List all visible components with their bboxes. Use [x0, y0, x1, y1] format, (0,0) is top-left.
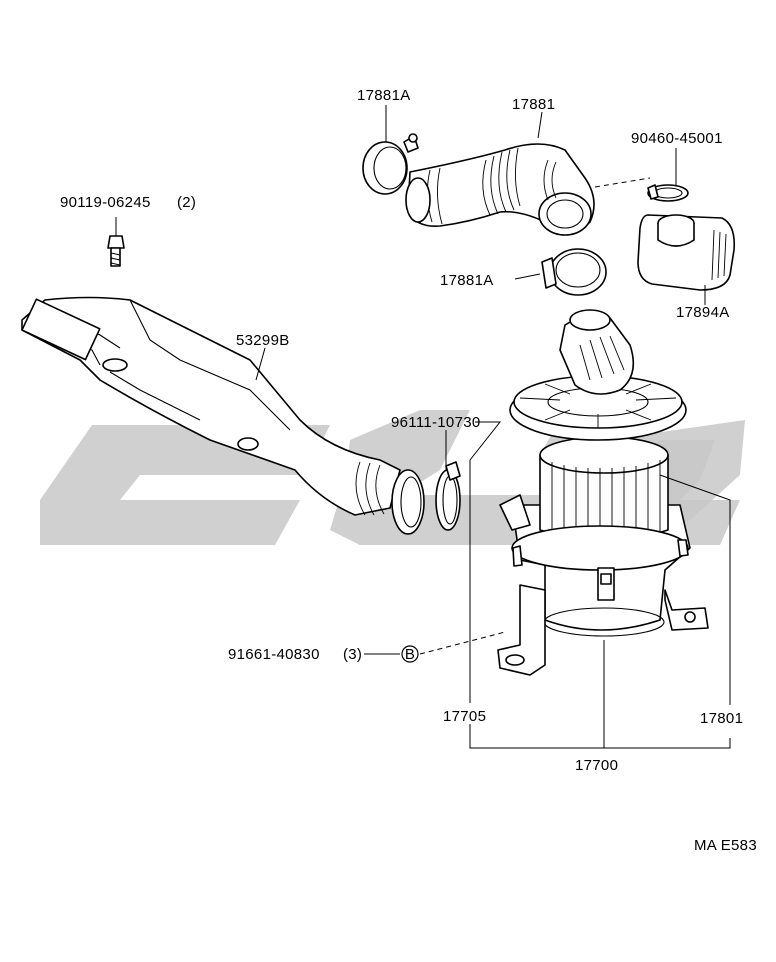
hose-clamp-17881A-top [362, 133, 419, 195]
label-17894A: 17894A [676, 304, 730, 321]
label-17705: 17705 [443, 708, 486, 725]
label-17881A-top: 17881A [357, 87, 411, 104]
clamp-96111-10730 [435, 461, 461, 531]
label-96111-10730: 96111-10730 [391, 414, 481, 431]
bolt-90119-06245 [107, 235, 125, 267]
air-intake-duct-53299B [21, 296, 425, 535]
label-17801: 17801 [700, 710, 743, 727]
label-90119-06245: 90119-06245 [60, 194, 151, 211]
b-marker-label: B [405, 646, 415, 663]
clamp-90460-45001 [647, 184, 689, 202]
hose-clamp-17881A-mid [541, 248, 607, 296]
resonator-17894A [637, 214, 736, 291]
leader-lines [115, 105, 731, 749]
air-cleaner-assembly [497, 309, 709, 676]
label-91661-qty: (3) [343, 646, 362, 663]
label-90119-qty: (2) [177, 194, 196, 211]
label-53299B: 53299B [236, 332, 290, 349]
intake-hose-17881 [405, 143, 595, 236]
label-17700: 17700 [575, 757, 618, 774]
label-90460-45001: 90460-45001 [631, 130, 723, 147]
label-17881: 17881 [512, 96, 555, 113]
diagram-code: MA E583 [694, 837, 757, 854]
label-17881A-mid: 17881A [440, 272, 494, 289]
label-91661-40830: 91661-40830 [228, 646, 320, 663]
reference-marker-b: B [401, 645, 419, 663]
